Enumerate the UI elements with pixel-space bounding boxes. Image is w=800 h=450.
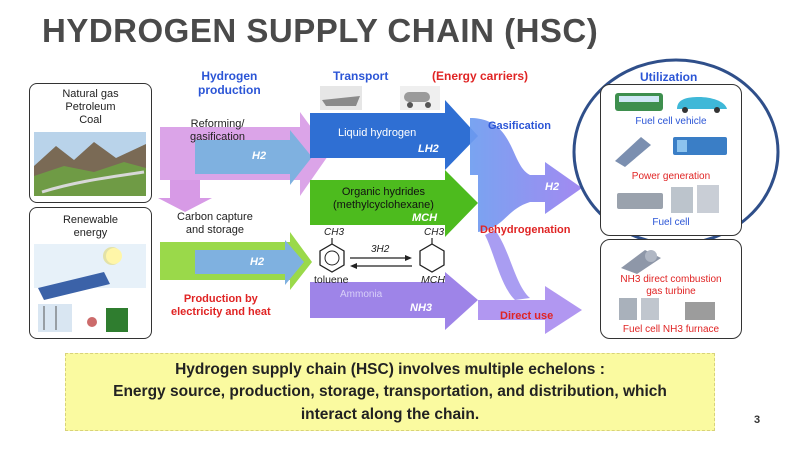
mch-arrow: [310, 170, 478, 237]
nh3-turbine-label: NH3 direct combustion gas turbine: [620, 274, 722, 297]
utilization-box-bottom: NH3 direct combustion gas turbine Fuel c…: [600, 239, 742, 339]
h2-bottom-arrow-text: H2: [250, 256, 265, 268]
power-generation-icon: [615, 137, 727, 167]
fuel-cell-vehicle-label: Fuel cell vehicle: [635, 116, 707, 127]
organic-hydrides-text: Organic hydrides (methylcyclohexane): [333, 186, 434, 212]
fuel-cell-nh3-furnace-label: Fuel cell NH3 furnace: [622, 324, 720, 335]
hydrogen-production-header: Hydrogen production: [198, 69, 261, 98]
tanker-truck-icon: [400, 86, 440, 110]
ccs-label: Carbon capture and storage: [177, 211, 253, 236]
h2-arrow-bottom: [195, 240, 304, 285]
fuel-cell-label: Fuel cell: [652, 217, 690, 228]
summary-line-3: interact along the chain.: [300, 405, 480, 423]
utilization-box-top: Fuel cell vehicle Power generation Fuel …: [600, 84, 742, 236]
toluene-text: toluene: [314, 274, 349, 286]
utilization-header: Utilization: [640, 70, 698, 84]
h2-merge-arrow-text: H2: [545, 181, 560, 193]
dehydrogenation-label: Dehydrogenation: [480, 224, 571, 236]
ccs-down-arrow: [158, 180, 212, 212]
fossil-source-box: Natural gas Petroleum Coal: [29, 83, 152, 203]
fossil-sources-label: Natural gas Petroleum Coal: [62, 88, 119, 126]
h2-arrow-top: [195, 130, 312, 185]
direct-use-flow: [478, 286, 582, 334]
renewable-source-box: Renewable energy: [29, 207, 152, 339]
summary-box: Hydrogen supply chain (HSC) involves mul…: [65, 353, 715, 431]
toluene-ch3-text: CH3: [324, 227, 345, 238]
reforming-label: Reforming/ gasification: [190, 118, 246, 143]
merge-flow: [470, 118, 582, 232]
renewable-energy-label: Renewable energy: [62, 214, 119, 239]
ship-icon: [320, 86, 362, 110]
ammonia-arrow: [310, 272, 478, 330]
energy-carriers-header: (Energy carriers): [432, 69, 529, 83]
summary-line-1: Hydrogen supply chain (HSC) involves mul…: [175, 361, 605, 378]
reagent-text: 3H2: [371, 244, 390, 255]
toluene-ring: [319, 243, 345, 273]
landscape-pipeline-image: [34, 132, 146, 196]
mch-ring: [419, 243, 445, 273]
ammonia-name-text: Ammonia: [340, 289, 383, 300]
electricity-production-label: Production by electricity and heat: [171, 293, 271, 318]
power-generation-label: Power generation: [631, 171, 711, 182]
gas-turbine-icon: [621, 250, 661, 274]
mch-formula-text: MCH: [412, 212, 438, 224]
fuel-cell-icon: [617, 185, 719, 213]
transport-header: Transport: [333, 69, 389, 83]
lh2-arrow: [310, 100, 478, 170]
branch-flow: [485, 230, 530, 300]
ammonia-formula-text: NH3: [410, 302, 433, 314]
page-number: 3: [754, 414, 761, 426]
lh2-name-text: Liquid hydrogen: [338, 127, 417, 139]
h2-top-arrow-text: H2: [252, 150, 267, 162]
direct-use-label: Direct use: [500, 310, 554, 322]
solar-wind-image: [34, 244, 146, 332]
slide-title: HYDROGEN SUPPLY CHAIN (HSC): [42, 12, 599, 49]
mch-ch3-text: CH3: [424, 227, 445, 238]
fuel-cell-vehicle-icon: [615, 93, 727, 113]
summary-line-2: Energy source, production, storage, tran…: [113, 383, 667, 401]
mch-text: MCH: [421, 274, 445, 286]
gasification-label: Gasification: [488, 120, 551, 132]
furnace-icon: [619, 298, 715, 320]
lh2-formula-text: LH2: [418, 143, 439, 155]
